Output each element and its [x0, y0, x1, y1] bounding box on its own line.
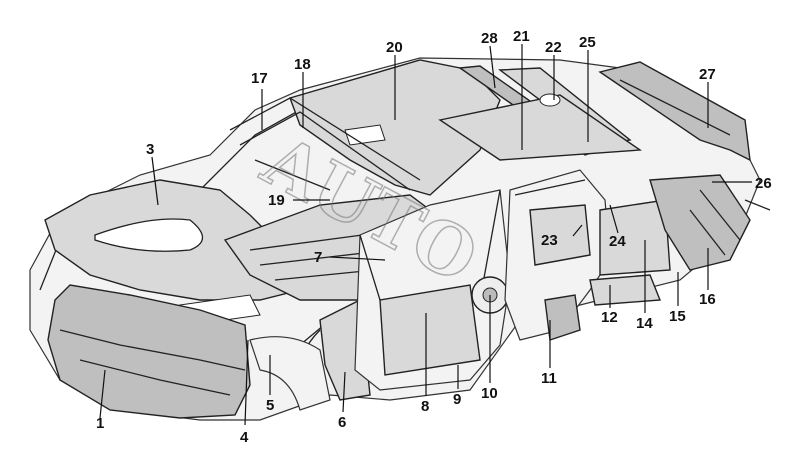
callout-6: 6 — [338, 414, 346, 431]
callout-12: 12 — [601, 309, 618, 326]
callout-23: 23 — [541, 232, 558, 249]
callout-28: 28 — [481, 30, 498, 47]
rear-quarter-trim — [589, 174, 771, 306]
leader-lines — [99, 44, 752, 426]
callout-27: 27 — [699, 66, 716, 83]
windshield-frame — [229, 97, 421, 191]
callout-17: 17 — [251, 70, 268, 87]
callout-labels: 1 3 4 5 6 7 8 9 10 11 12 14 15 16 17 18 … — [96, 28, 772, 446]
callout-18: 18 — [294, 56, 311, 73]
callout-21: 21 — [513, 28, 530, 45]
callout-24: 24 — [609, 233, 626, 250]
callout-4: 4 — [240, 429, 249, 446]
callout-8: 8 — [421, 398, 429, 415]
callout-19: 19 — [268, 192, 285, 209]
rear-door-panel — [504, 169, 611, 341]
callout-15: 15 — [669, 308, 686, 325]
callout-26: 26 — [755, 175, 772, 192]
rear-parcel-shelf — [598, 61, 751, 162]
callout-9: 9 — [453, 391, 461, 408]
callout-3: 3 — [146, 141, 154, 158]
callout-1: 1 — [96, 415, 104, 432]
callout-20: 20 — [386, 39, 403, 56]
callout-10: 10 — [481, 385, 498, 402]
callout-5: 5 — [266, 397, 274, 414]
roof-rails — [438, 65, 643, 161]
callout-22: 22 — [545, 39, 562, 56]
callout-11: 11 — [541, 370, 557, 387]
callout-25: 25 — [579, 34, 596, 51]
roof-lining-pad — [289, 59, 501, 196]
callout-14: 14 — [636, 315, 653, 332]
front-bulkhead-insulation — [47, 284, 251, 419]
callout-16: 16 — [699, 291, 716, 308]
callout-7: 7 — [314, 249, 322, 266]
